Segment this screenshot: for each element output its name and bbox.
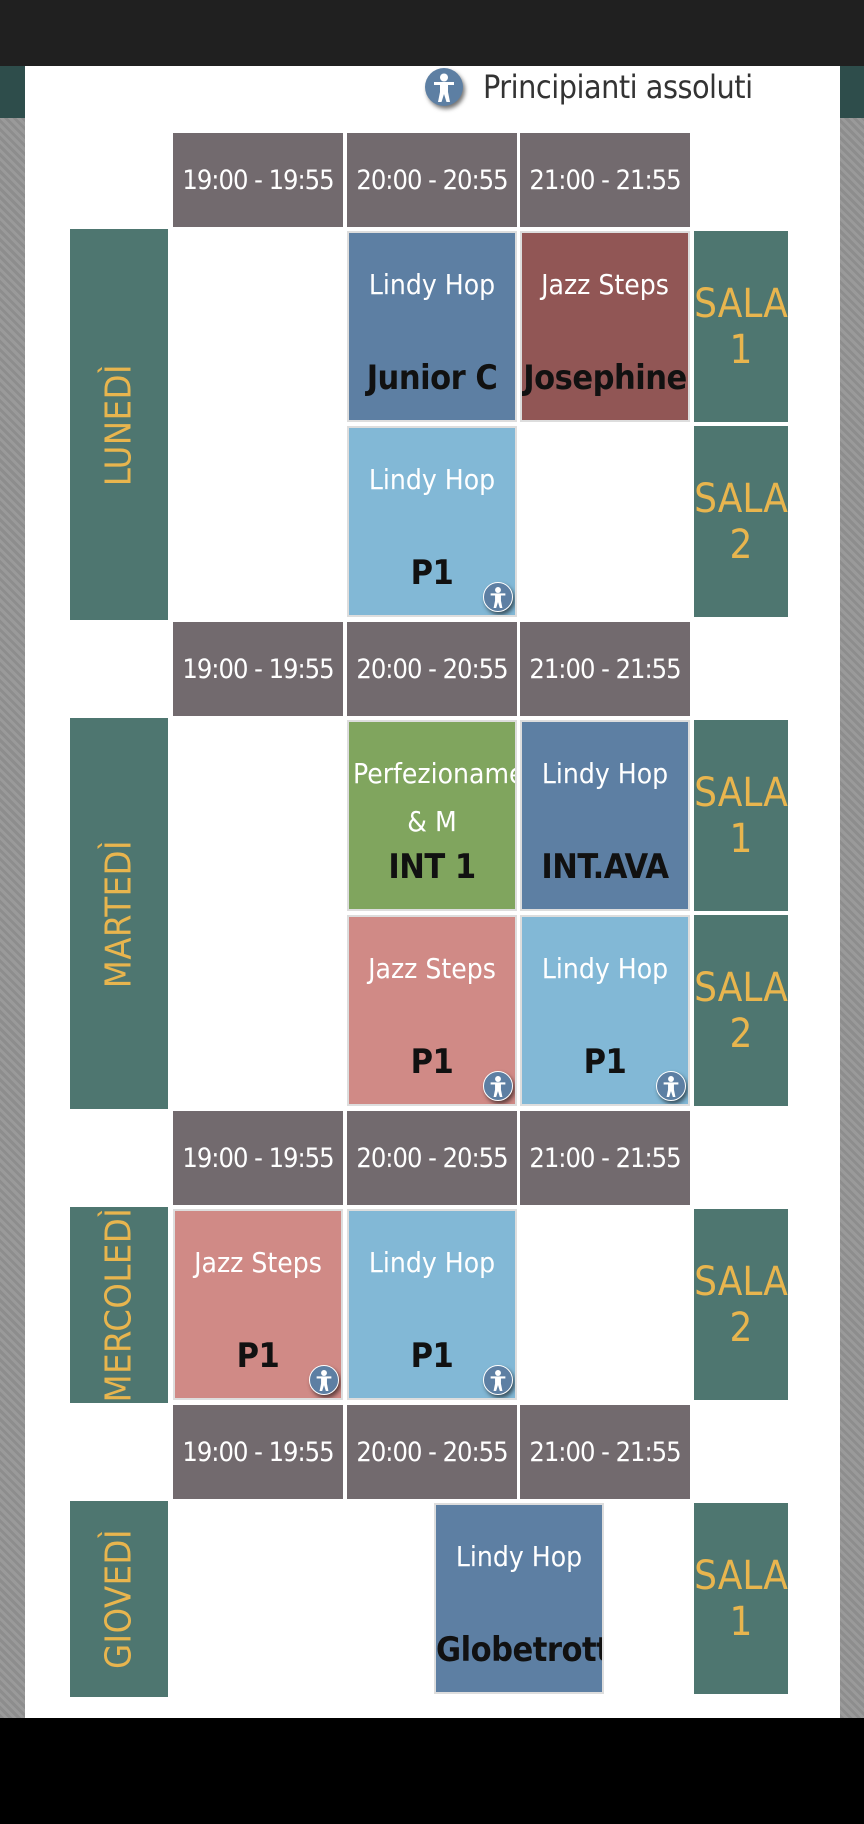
- class-level: INT.AVA: [541, 847, 669, 887]
- day-label-martedi: MARTEDÌ: [70, 718, 168, 1109]
- class-style: Lindy Hop: [368, 463, 496, 496]
- class-style: Jazz Steps: [368, 952, 496, 985]
- time-slot-header: 21:00 - 21:55: [520, 1111, 690, 1205]
- class-style: Lindy Hop: [455, 1540, 583, 1573]
- class-level: P1: [583, 1042, 627, 1082]
- beginner-person-icon: [483, 1071, 513, 1101]
- class-style: Jazz Steps: [194, 1246, 322, 1279]
- class-card[interactable]: Perfezionamento & M INT 1: [347, 720, 517, 911]
- time-slot-header: 20:00 - 20:55: [347, 133, 517, 227]
- time-slot-header: 20:00 - 20:55: [347, 1405, 517, 1499]
- day-label-lunedi: LUNEDÌ: [70, 229, 168, 620]
- class-style: Lindy Hop: [541, 952, 669, 985]
- class-card[interactable]: Lindy Hop Junior C: [347, 231, 517, 422]
- beginner-person-icon: [483, 582, 513, 612]
- beginner-person-icon: [483, 1365, 513, 1395]
- time-slot-header: 21:00 - 21:55: [520, 133, 690, 227]
- class-style: Jazz Steps: [541, 268, 669, 301]
- beginner-person-icon: [656, 1071, 686, 1101]
- class-card[interactable]: Lindy Hop P1: [347, 1209, 517, 1400]
- time-slot-header: 19:00 - 19:55: [173, 133, 343, 227]
- class-card[interactable]: Jazz Steps P1: [347, 915, 517, 1106]
- beginner-person-icon: [425, 68, 463, 106]
- legend-label: Principianti assoluti: [483, 68, 753, 106]
- class-card[interactable]: Lindy Hop P1: [347, 426, 517, 617]
- class-style: Lindy Hop: [368, 268, 496, 301]
- class-style: Lindy Hop: [541, 757, 669, 790]
- class-card[interactable]: Lindy Hop INT.AVA: [520, 720, 690, 911]
- class-card[interactable]: Lindy Hop P1: [520, 915, 690, 1106]
- time-slot-header: 21:00 - 21:55: [520, 622, 690, 716]
- day-label-mercoledi: MERCOLEDÌ: [70, 1207, 168, 1403]
- class-card[interactable]: Lindy Hop Globetrotter: [434, 1503, 604, 1694]
- class-level: P1: [236, 1336, 280, 1376]
- class-level: P1: [410, 553, 454, 593]
- class-style: Lindy Hop: [368, 1246, 496, 1279]
- time-slot-header: 20:00 - 20:55: [347, 622, 517, 716]
- time-slot-header: 20:00 - 20:55: [347, 1111, 517, 1205]
- legend: Principianti assoluti: [425, 68, 753, 106]
- class-level: P1: [410, 1336, 454, 1376]
- class-level: Globetrotter: [436, 1630, 602, 1670]
- day-label-giovedi: GIOVEDÌ: [70, 1501, 168, 1697]
- class-level: INT 1: [388, 847, 476, 887]
- bottom-navigation-bar: [0, 1718, 864, 1824]
- class-card[interactable]: Jazz Steps P1: [173, 1209, 343, 1400]
- beginner-person-icon: [309, 1365, 339, 1395]
- time-slot-header: 19:00 - 19:55: [173, 1111, 343, 1205]
- class-level: Junior C: [366, 358, 498, 398]
- class-card[interactable]: Jazz Steps Josephine: [520, 231, 690, 422]
- class-level: P1: [410, 1042, 454, 1082]
- class-style-line2: & M: [407, 805, 457, 838]
- top-status-bar: [0, 0, 864, 66]
- class-style: Perfezionamento: [353, 757, 515, 790]
- class-level: Josephine: [523, 358, 687, 398]
- time-slot-header: 19:00 - 19:55: [173, 1405, 343, 1499]
- time-slot-header: 21:00 - 21:55: [520, 1405, 690, 1499]
- time-slot-header: 19:00 - 19:55: [173, 622, 343, 716]
